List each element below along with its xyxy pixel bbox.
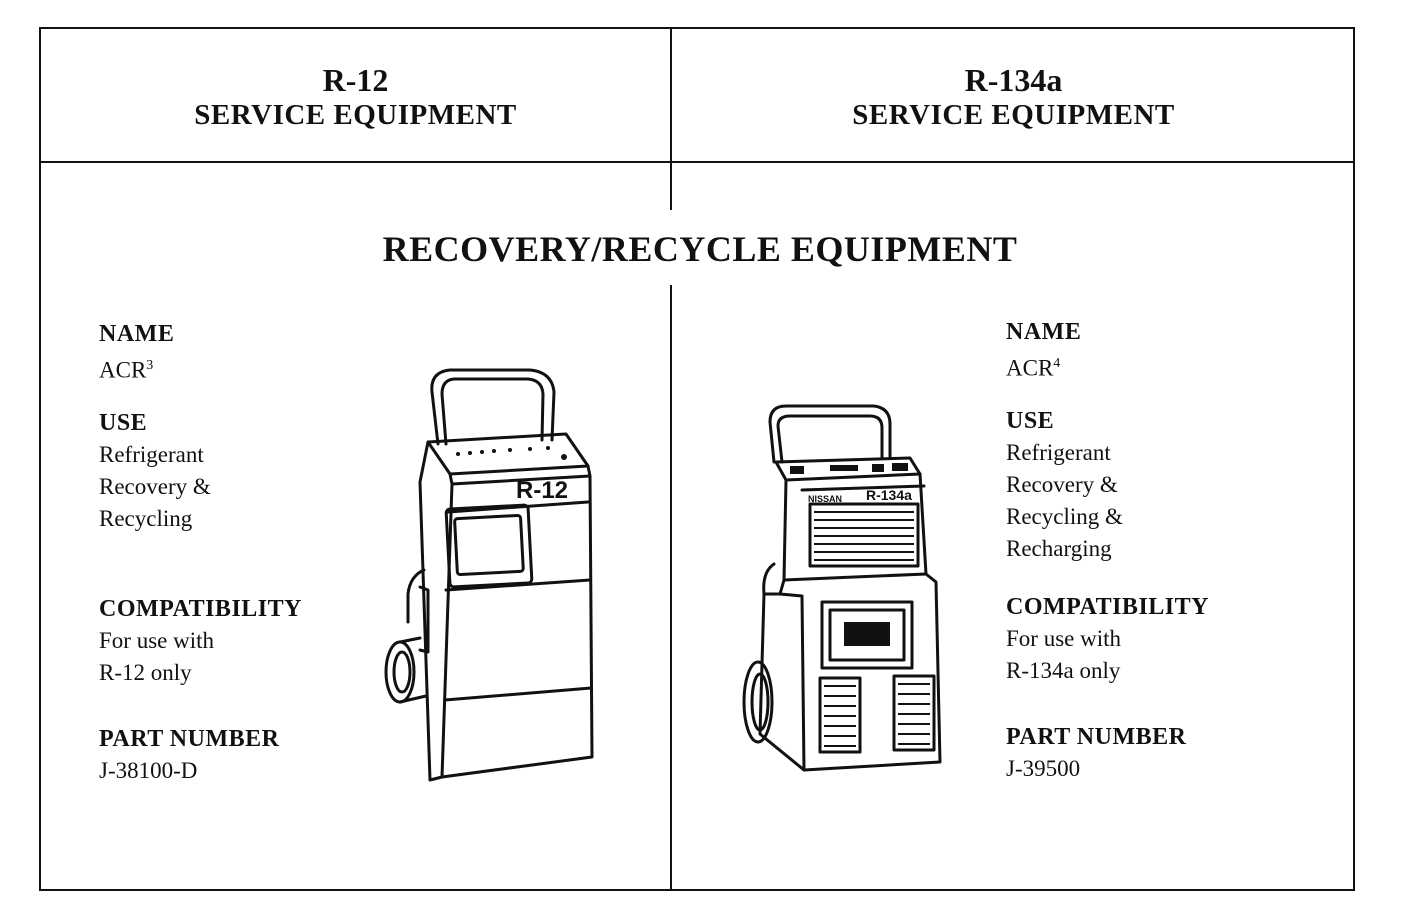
r12-recovery-machine-illustration: R-12 (384, 368, 594, 782)
left-name-value: ACR3 (99, 357, 154, 383)
left-use-label: USE (99, 409, 148, 436)
right-use-line: Recycling & (1006, 503, 1123, 529)
left-compat-line: R-12 only (99, 659, 192, 685)
right-column-header: R-134a SERVICE EQUIPMENT (672, 62, 1355, 132)
left-part-value: J-38100-D (99, 757, 198, 783)
right-compat-label: COMPATIBILITY (1006, 593, 1209, 620)
r134a-brand-label: NISSAN (808, 494, 842, 504)
left-name-label: NAME (99, 321, 175, 347)
r134a-recovery-machine-illustration: NISSAN R-134a (742, 404, 942, 772)
right-use-line: Recovery & (1006, 471, 1118, 497)
left-use-line: Recovery & (99, 473, 211, 499)
left-refrigerant-title: R-12 (322, 62, 389, 98)
left-compat-label: COMPATIBILITY (99, 595, 302, 622)
right-name-value: ACR4 (1006, 355, 1061, 381)
header-divider (39, 161, 1355, 163)
left-use-line: Recycling (99, 505, 193, 531)
left-part-label: PART NUMBER (99, 725, 280, 752)
column-divider-bottom (670, 285, 672, 891)
right-part-value: J-39500 (1006, 755, 1081, 781)
right-use-line: Refrigerant (1006, 439, 1111, 465)
section-title: RECOVERY/RECYCLE EQUIPMENT (382, 229, 1018, 269)
right-use-line: Recharging (1006, 535, 1112, 561)
left-use-line: Refrigerant (99, 441, 204, 467)
r134a-machine-label: R-134a (866, 487, 912, 503)
right-subtitle: SERVICE EQUIPMENT (852, 99, 1175, 131)
right-name-label: NAME (1006, 319, 1082, 345)
right-spec-block: NAME ACR4 USE Refrigerant Recovery & Rec… (1006, 316, 1209, 785)
left-compat-line: For use with (99, 627, 214, 653)
right-refrigerant-title: R-134a (964, 62, 1063, 98)
left-subtitle: SERVICE EQUIPMENT (194, 99, 517, 131)
r12-machine-label: R-12 (516, 477, 568, 504)
right-compat-line: For use with (1006, 625, 1121, 651)
left-spec-block: NAME ACR3 USE Refrigerant Recovery & Rec… (99, 318, 302, 787)
right-compat-line: R-134a only (1006, 657, 1121, 683)
left-column-header: R-12 SERVICE EQUIPMENT (41, 62, 670, 132)
right-use-label: USE (1006, 407, 1055, 434)
table-frame (39, 27, 1355, 891)
right-part-label: PART NUMBER (1006, 723, 1187, 750)
column-divider-top (670, 27, 672, 210)
